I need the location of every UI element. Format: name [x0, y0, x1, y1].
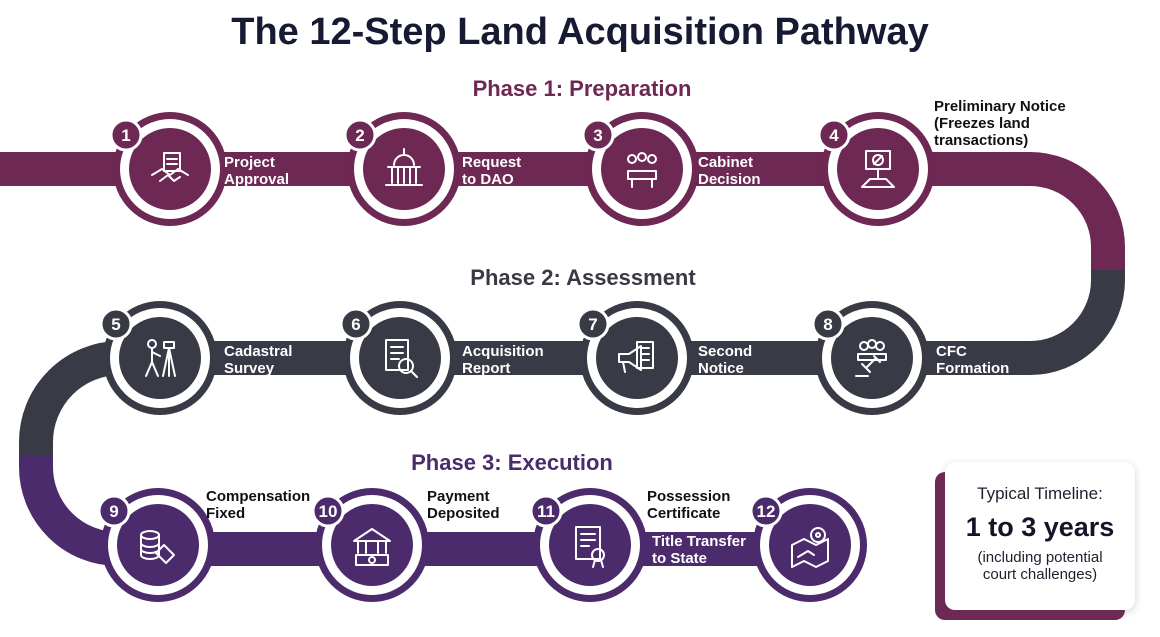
meeting-table-icon: [627, 152, 657, 188]
committee-gavel-icon: [855, 339, 887, 377]
step-number: 9: [109, 502, 118, 521]
timeline-note-line: court challenges): [982, 566, 1098, 583]
phase-2-heading: Phase 2: Assessment: [470, 265, 696, 290]
step-number-badge: [109, 118, 143, 152]
step-number: 5: [111, 315, 120, 334]
megaphone-document-icon: [618, 341, 654, 373]
step-number-badge: [817, 118, 851, 152]
step-number-badge: [576, 307, 610, 341]
step-number: 7: [588, 315, 597, 334]
step-number-badge: [529, 494, 563, 528]
step-8-label-line: CFC: [936, 343, 967, 360]
step-icon-disc: [359, 317, 441, 399]
page-title: The 12-Step Land Acquisition Pathway: [231, 11, 928, 53]
step-number-badge: [749, 494, 783, 528]
step-3-label-line: Cabinet: [698, 154, 753, 171]
step-1-label-line: Approval: [224, 171, 289, 188]
step-icon-disc: [769, 504, 851, 586]
step-12-label-line: to State: [652, 550, 707, 567]
phase-1-heading: Phase 1: Preparation: [473, 76, 692, 101]
step-number-badge: [343, 118, 377, 152]
step-2-label-line: Request: [462, 154, 521, 171]
step-5-label-line: Cadastral: [224, 343, 292, 360]
timeline-caption: Typical Timeline:: [977, 484, 1103, 503]
step-11-label-line: Possession: [647, 488, 730, 505]
step-number-badge: [811, 307, 845, 341]
step-number: 10: [319, 502, 338, 521]
step-7-label-line: Second: [698, 343, 752, 360]
step-number: 1: [121, 126, 130, 145]
step-9-label-line: Compensation: [206, 488, 310, 505]
step-number: 4: [829, 126, 839, 145]
step-2-label-line: to DAO: [462, 171, 514, 188]
step-number-badge: [97, 494, 131, 528]
certificate-seal-icon: [575, 526, 605, 568]
step-number-badge: [311, 494, 345, 528]
step-9-label-line: Fixed: [206, 505, 245, 522]
step-icon-disc: [331, 504, 413, 586]
step-number: 8: [823, 315, 832, 334]
step-3-label-line: Decision: [698, 171, 761, 188]
step-icon-disc: [831, 317, 913, 399]
timeline-value: 1 to 3 years: [965, 512, 1115, 542]
step-number: 2: [355, 126, 364, 145]
step-10-label-line: Deposited: [427, 505, 500, 522]
sign-board-icon: [861, 150, 895, 188]
step-4-label-line: Preliminary Notice: [934, 98, 1066, 115]
step-number-badge: [99, 307, 133, 341]
surveyor-tripod-icon: [145, 339, 176, 377]
step-8-label-line: Formation: [936, 360, 1009, 377]
step-1-label-line: Project: [224, 154, 275, 171]
step-icon-disc: [129, 128, 211, 210]
coins-tag-icon: [140, 530, 175, 564]
step-6-label-line: Acquisition: [462, 343, 544, 360]
step-4-node: 4 Preliminary Notice(Freezes landtransact…: [817, 98, 1066, 226]
step-6-label-line: Report: [462, 360, 510, 377]
step-number: 6: [351, 315, 360, 334]
phase-3-heading: Phase 3: Execution: [411, 450, 613, 475]
timeline-card: Typical Timeline: 1 to 3 years (includin…: [945, 462, 1135, 610]
step-5-label-line: Survey: [224, 360, 275, 377]
timeline-note: (including potential court challenges): [945, 549, 1135, 583]
phase-1-road: [0, 152, 1125, 270]
step-number: 12: [757, 502, 776, 521]
handshake-document-icon: [151, 152, 189, 182]
step-number-badge: [339, 307, 373, 341]
step-icon-disc: [119, 317, 201, 399]
step-12-label-line: Title Transfer: [652, 533, 746, 550]
step-icon-disc: [549, 504, 631, 586]
timeline-note-line: (including potential: [977, 549, 1103, 566]
step-4-label-line: (Freezes land: [934, 115, 1030, 132]
step-4-label-line: transactions): [934, 132, 1028, 149]
bank-deposit-icon: [353, 528, 391, 566]
step-number-badge: [581, 118, 615, 152]
step-10-label-line: Payment: [427, 488, 490, 505]
step-number: 11: [537, 502, 555, 521]
step-icon-disc: [601, 128, 683, 210]
government-building-icon: [385, 148, 423, 186]
report-magnifier-icon: [385, 339, 418, 378]
map-location-icon: [791, 527, 829, 568]
step-7-label-line: Notice: [698, 360, 744, 377]
step-11-label-line: Certificate: [647, 505, 720, 522]
step-number: 3: [593, 126, 602, 145]
